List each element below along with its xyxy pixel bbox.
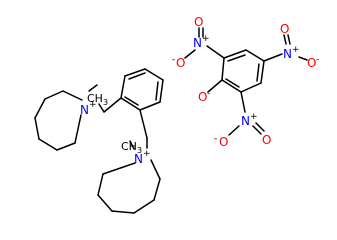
nitro-bond-right — [263, 53, 283, 62]
azepanium-ring-left — [34, 84, 98, 151]
cation-left-charge: + — [89, 100, 97, 110]
cation-left-methyl-subscript: 3 — [103, 98, 108, 107]
nitro-top-oxygen-left-minus: - — [172, 55, 175, 65]
cation-bottom-charge: + — [143, 149, 151, 159]
nitro-bottom-nitrogen-label: N — [241, 114, 250, 128]
methylene-bond-bottom — [139, 109, 148, 139]
cation-left-nitrogen-label: N — [80, 103, 89, 117]
azepanium-ring-bottom — [97, 140, 161, 214]
nitro-bond-top — [206, 45, 225, 59]
nitro-bottom-oxygen-left: O — [219, 135, 228, 149]
benzene-ring-center — [120, 68, 164, 111]
oxide-bond — [207, 79, 223, 93]
methylene-bond-left — [103, 97, 122, 113]
nitro-right-n-o-up-b — [287, 34, 291, 45]
nitro-right-nitrogen-label: N — [283, 47, 292, 61]
phenoxide-minus: - — [207, 89, 210, 99]
nitro-bottom-n-o-right-a — [252, 125, 262, 135]
nitro-bottom-n-o-right-b — [255, 122, 265, 132]
nitro-bottom-oxygen-right: O — [262, 133, 271, 147]
nitro-bottom-n-o-left — [228, 125, 240, 136]
cation-bottom-methyl-label: CH — [121, 140, 137, 153]
cation-bottom-methyl-subscript: 3 — [137, 146, 142, 155]
nitro-right-oxygen-right: O — [307, 56, 316, 70]
nitro-right-plus: + — [292, 45, 300, 55]
cation-bottom-nitrogen-label: N — [134, 152, 143, 166]
nitro-top-plus: + — [202, 34, 210, 44]
cation-left-methyl-label: CH — [87, 92, 103, 105]
nitro-bond-bottom — [240, 91, 246, 113]
nitro-right-n-o-right — [298, 56, 308, 61]
structure-canvas: N + CH 3 N + CH 3 N + O O - N + O O - N … — [34, 15, 319, 214]
nitro-right-n-o-up-a — [283, 34, 287, 45]
nitro-top-n-o-left — [184, 49, 196, 59]
nitro-right-oxygen-right-minus: - — [316, 55, 319, 65]
nitro-top-nitrogen-label: N — [193, 36, 202, 50]
chemical-structure-drawing: N + CH 3 N + CH 3 N + O O - N + O O - N … — [34, 15, 319, 214]
nitro-right-oxygen-up: O — [280, 22, 289, 36]
phenoxide-oxygen-label: O — [198, 90, 207, 104]
nitro-bottom-oxygen-left-minus: - — [214, 134, 217, 144]
nitro-bottom-plus: + — [250, 112, 258, 122]
picrate-ring — [221, 49, 265, 93]
methylene-bond-left-2 — [98, 103, 105, 113]
nitro-top-oxygen-left: O — [176, 56, 185, 70]
nitro-top-oxygen-up: O — [194, 15, 203, 29]
